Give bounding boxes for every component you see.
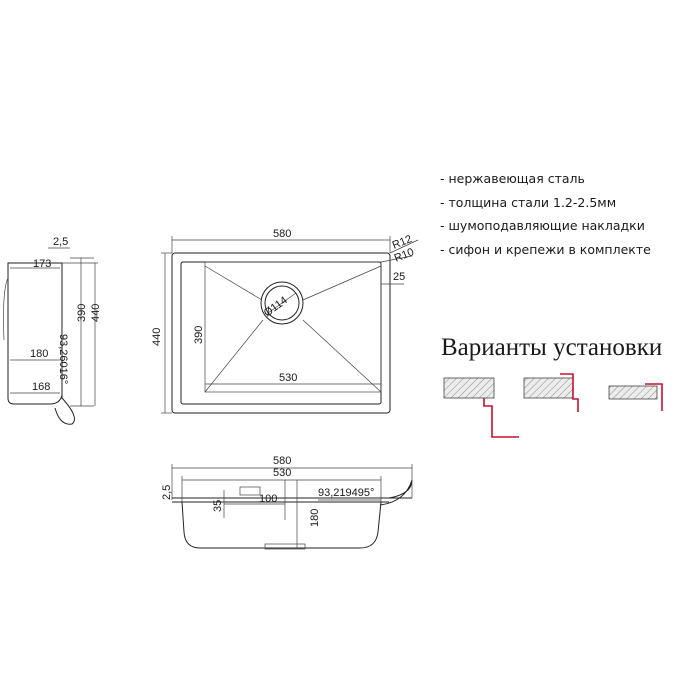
top-inner-width-label: 530 xyxy=(279,372,297,384)
variant-flush xyxy=(523,373,579,412)
front-outer-width-label: 580 xyxy=(273,455,291,467)
side-drain-depth-label: 168 xyxy=(32,381,50,393)
side-outer-length-label: 440 xyxy=(90,304,102,322)
side-thickness-label: 2,5 xyxy=(53,236,68,248)
top-outer-length-label: 440 xyxy=(151,328,163,346)
spec-list: - нержавеющая сталь - толщина стали 1.2-… xyxy=(440,171,651,265)
side-view: 2,5 173 180 168 93,26016° 390 440 xyxy=(3,236,102,425)
installation-variants xyxy=(443,373,663,438)
front-thickness-label: 2,5 xyxy=(161,485,173,500)
spec-item: - шумоподавляющие накладки xyxy=(440,218,645,233)
variant-overmount xyxy=(608,383,663,411)
variant-undermount xyxy=(443,377,519,438)
front-inner-width-label: 530 xyxy=(273,467,291,479)
front-depth-label: 180 xyxy=(309,509,321,527)
spec-item: - сифон и крепежи в комплекте xyxy=(440,241,651,257)
spec-item: - толщина стали 1.2-2.5мм xyxy=(440,194,617,210)
top-rim-label: 25 xyxy=(393,271,405,283)
variants-title: Варианты установки xyxy=(441,334,663,361)
front-view: 580 530 2,5 35 100 180 93,219495° xyxy=(161,455,413,550)
spec-item: - нержавеющая сталь xyxy=(440,171,585,186)
side-inner-length-label: 390 xyxy=(76,304,88,322)
overflow-height-label: 35 xyxy=(212,500,224,512)
top-view: 580 440 390 530 R12 R10 25 Ø114 xyxy=(151,228,419,414)
side-depth-bottom-label: 180 xyxy=(30,348,48,360)
side-depth-top-label: 173 xyxy=(33,258,51,270)
side-angle-label: 93,26016° xyxy=(57,334,69,384)
overflow-width-label: 100 xyxy=(259,493,277,505)
top-outer-width-label: 580 xyxy=(273,228,291,240)
front-angle-label: 93,219495° xyxy=(318,487,374,499)
top-inner-length-label: 390 xyxy=(193,326,205,344)
